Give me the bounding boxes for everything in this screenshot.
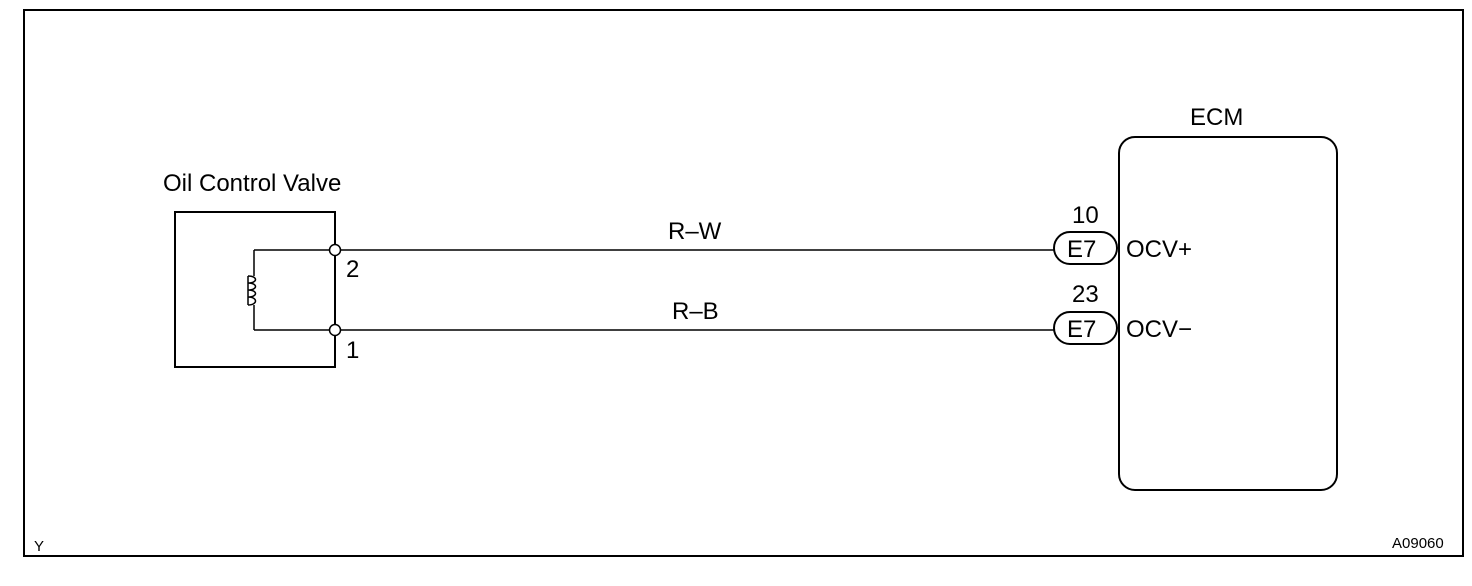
valve-pin-bottom-label: 1 xyxy=(346,337,359,364)
wire-top-color-label: R–W xyxy=(668,218,722,245)
wire-bottom-color-label: R–B xyxy=(672,298,719,325)
diagram-frame xyxy=(23,9,1464,557)
valve-terminal-2 xyxy=(328,243,342,257)
ecm-body xyxy=(1118,136,1338,491)
figure-code: A09060 xyxy=(1392,535,1444,552)
corner-label-left: Y xyxy=(34,538,44,555)
ecm-pin-number-10: 10 xyxy=(1072,202,1099,229)
valve-title: Oil Control Valve xyxy=(163,170,341,197)
coil-icon xyxy=(247,275,257,306)
ecm-signal-ocv-minus: OCV− xyxy=(1126,316,1192,343)
valve-body xyxy=(174,211,336,368)
ecm-title: ECM xyxy=(1190,104,1243,131)
ecm-connector-e7-top xyxy=(1053,231,1118,265)
ecm-signal-ocv-plus: OCV+ xyxy=(1126,236,1192,263)
ecm-connector-label-top: E7 xyxy=(1067,236,1096,263)
ecm-connector-label-bottom: E7 xyxy=(1067,316,1096,343)
valve-terminal-1 xyxy=(328,323,342,337)
ecm-pin-number-23: 23 xyxy=(1072,281,1099,308)
valve-pin-top-label: 2 xyxy=(346,256,359,283)
ecm-connector-e7-bottom xyxy=(1053,311,1118,345)
